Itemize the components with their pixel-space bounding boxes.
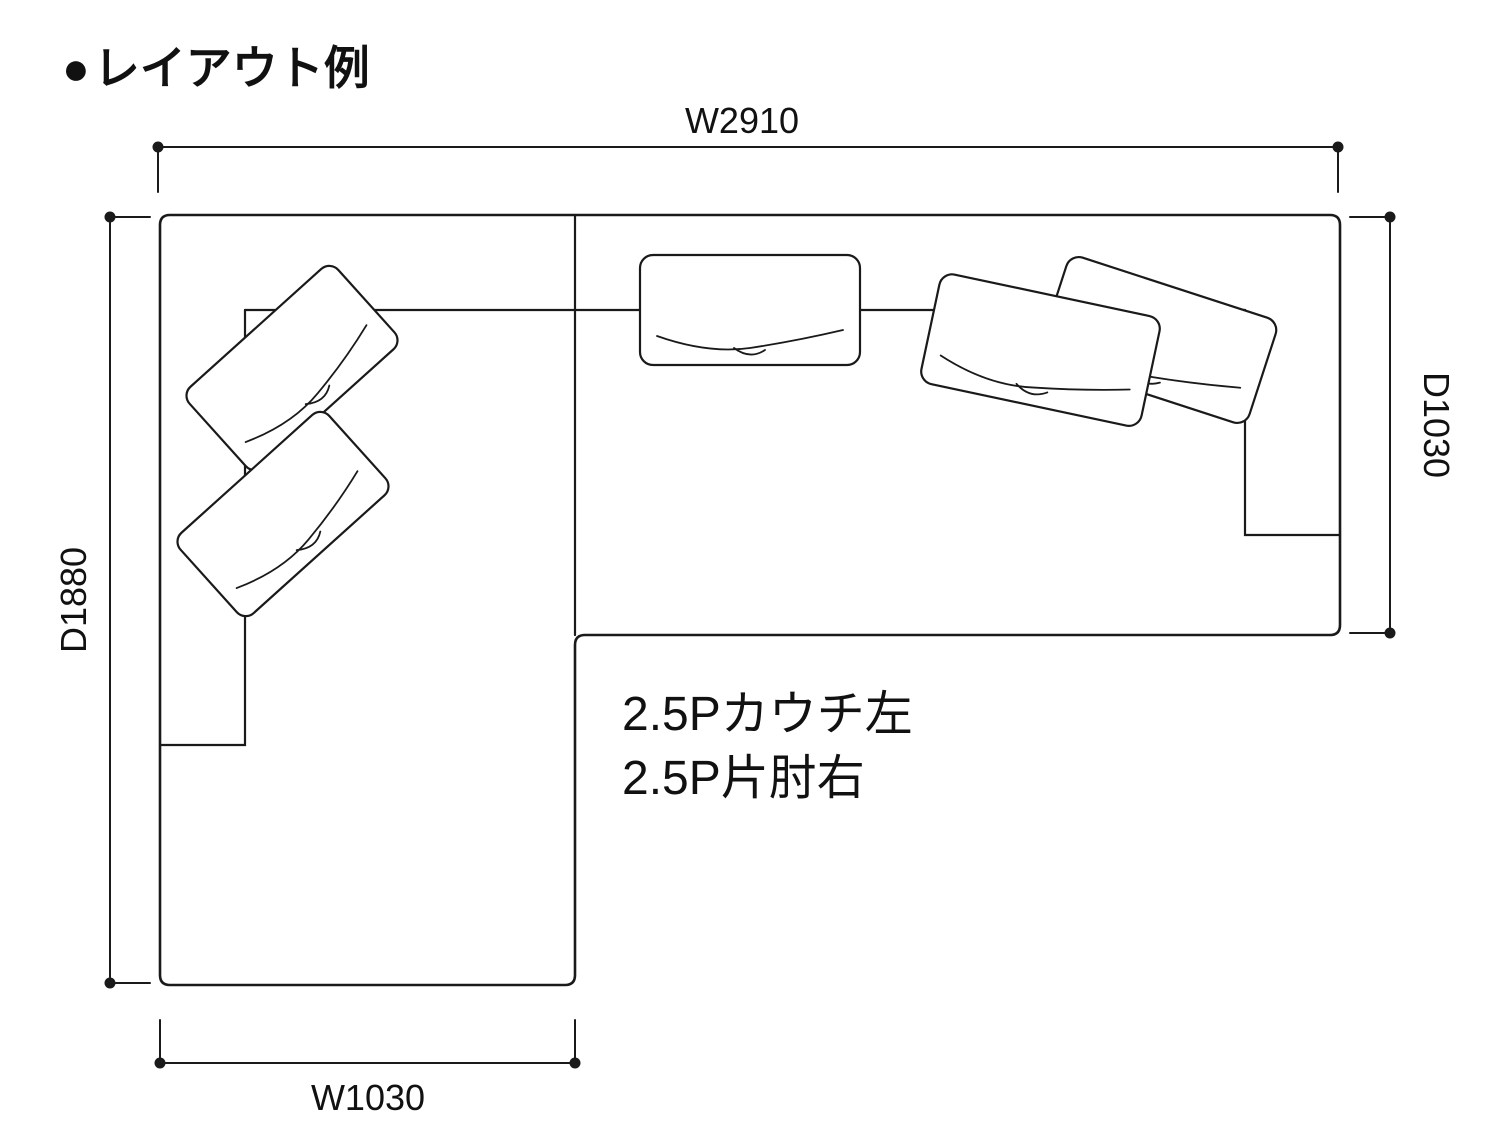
cushion-body (176, 410, 390, 618)
dimension-bottom-label: W1030 (311, 1077, 425, 1118)
cushion-crease (656, 329, 844, 351)
dimension-top: W2910 (152, 100, 1344, 193)
cushion-crease (1015, 382, 1049, 396)
dimension-endpoint-dot (1384, 211, 1396, 223)
page-title-text: レイアウト例 (94, 42, 370, 94)
dimension-endpoint-dot (104, 211, 116, 223)
cushion-crease (304, 384, 331, 406)
bullet-icon: ● (62, 42, 90, 94)
dimension-top-label: W2910 (685, 100, 799, 141)
dimension-endpoint-dot (569, 1057, 581, 1069)
dimension-left: D1880 (53, 211, 151, 989)
cushion-body (185, 264, 399, 472)
dimension-bottom: W1030 (154, 1019, 581, 1118)
cushion-body (920, 273, 1161, 427)
back-cushions (176, 253, 1278, 618)
back-cushion-middle (638, 253, 862, 367)
sofa-outline (158, 213, 1342, 987)
sofa-config-caption: 2.5Pカウチ左 2.5P片肘右 (622, 688, 913, 805)
dimension-endpoint-dot (1384, 627, 1396, 639)
dimension-left-label: D1880 (53, 547, 94, 653)
dimension-endpoint-dot (1332, 141, 1344, 153)
back-cushion-left-rear (185, 264, 399, 472)
dimension-endpoint-dot (152, 141, 164, 153)
dimension-endpoint-dot (104, 977, 116, 989)
dimension-endpoint-dot (154, 1057, 166, 1069)
dimension-right-label: D1030 (1416, 372, 1457, 478)
cushion-crease (733, 347, 766, 356)
cushion-crease (244, 324, 368, 443)
page-title: ●レイアウト例 (62, 42, 370, 94)
cushion-crease (295, 530, 322, 552)
dimension-right: D1030 (1349, 211, 1457, 639)
sofa-config-label-line2: 2.5P片肘右 (622, 752, 865, 805)
cushion-crease (235, 470, 359, 589)
sofa-config-label-line1: 2.5Pカウチ左 (622, 688, 913, 741)
back-cushion-right-front (920, 273, 1161, 427)
back-cushion-left-front (176, 410, 390, 618)
cushion-crease (939, 354, 1131, 391)
